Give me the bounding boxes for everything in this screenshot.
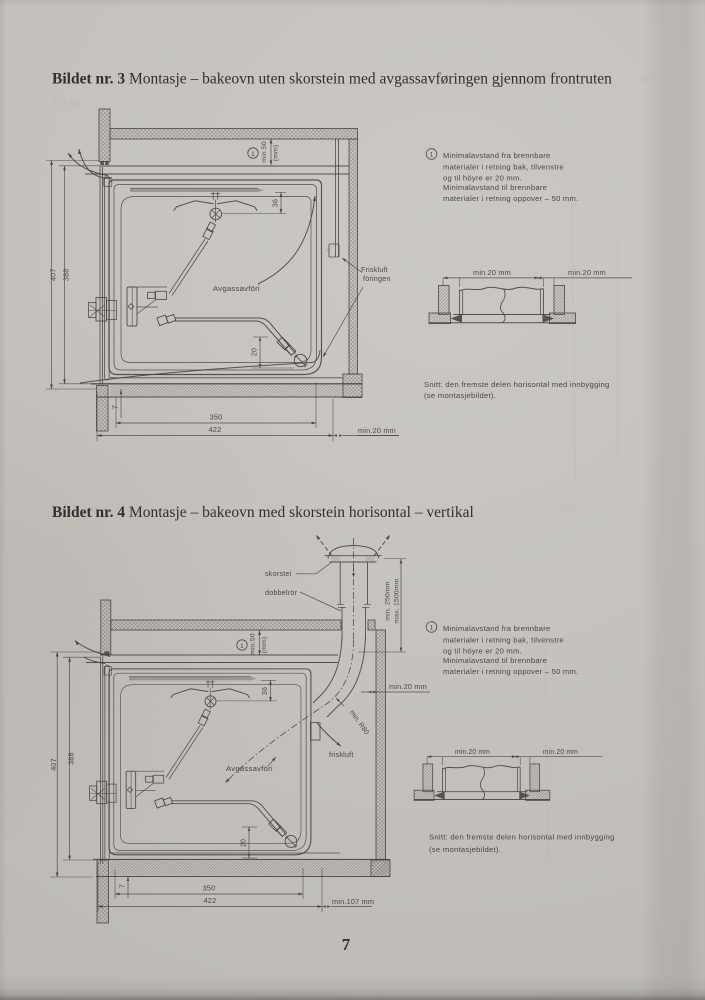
svg-text:min.20 mm: min.20 mm xyxy=(543,749,578,756)
svg-text:20: 20 xyxy=(252,348,259,356)
svg-text:skorstei: skorstei xyxy=(265,569,292,578)
svg-text:min.20 mm: min.20 mm xyxy=(455,749,490,756)
svg-text:1: 1 xyxy=(430,152,434,159)
svg-text:min. 250mm: min. 250mm xyxy=(385,581,392,621)
svg-text:Bildet nr. 3 Montasje – bakeo: Bildet nr. 3 Montasje – bakeovn uten sko… xyxy=(52,71,612,88)
svg-text:materialer i retning bak, tilv: materialer i retning bak, tilvenstre xyxy=(443,636,564,645)
svg-text:1: 1 xyxy=(240,643,244,650)
svg-text:min.107 mm: min.107 mm xyxy=(332,897,374,906)
svg-text:min.20 mm: min.20 mm xyxy=(358,426,396,435)
svg-text:Snitt: den fremste delen horis: Snitt: den fremste delen horisontal med … xyxy=(429,833,615,842)
svg-text:422: 422 xyxy=(208,425,221,434)
svg-text:Bil: Bil xyxy=(560,501,575,515)
svg-text:7: 7 xyxy=(342,935,351,954)
svg-text:Avgassavföri: Avgassavföri xyxy=(226,764,273,773)
svg-text:Minimalavstand fra brennbare: Minimalavstand fra brennbare xyxy=(443,624,550,633)
svg-text:350: 350 xyxy=(209,413,222,422)
svg-text:Minimalavstand til brennbare: Minimalavstand til brennbare xyxy=(443,656,547,665)
svg-text:388: 388 xyxy=(66,752,75,765)
svg-text:1: 1 xyxy=(430,625,434,632)
svg-text:materialer i retning oppover: materialer i retning oppover – 50 mm. xyxy=(443,194,578,203)
svg-text:388: 388 xyxy=(62,269,71,282)
svg-text:350: 350 xyxy=(202,884,215,893)
svg-text:Bildet: Bildet xyxy=(52,95,82,109)
svg-text:(se montasjebildet).: (se montasjebildet). xyxy=(429,845,501,854)
svg-text:friskluft: friskluft xyxy=(329,750,354,759)
svg-text:min.20 mm: min.20 mm xyxy=(568,268,606,277)
svg-text:en: en xyxy=(640,70,653,85)
svg-text:min.20 mm: min.20 mm xyxy=(389,682,427,691)
svg-text:407: 407 xyxy=(49,758,58,771)
svg-text:Minimalavstand fra brennbare: Minimalavstand fra brennbare xyxy=(443,151,550,160)
svg-text:(se montasjebildet).: (se montasjebildet). xyxy=(424,391,496,400)
svg-text:Bildet nr. 4 Montasje – bakeov: Bildet nr. 4 Montasje – bakeovn med skor… xyxy=(52,504,474,521)
svg-text:max. 1500mm: max. 1500mm xyxy=(394,578,401,623)
svg-text:min.20 mm: min.20 mm xyxy=(473,268,511,277)
svg-text:Avgassavföri: Avgassavföri xyxy=(213,284,260,293)
svg-text:407: 407 xyxy=(49,268,58,281)
svg-text:og til höyre er 20 mm.: og til höyre er 20 mm. xyxy=(443,647,522,656)
svg-text:7: 7 xyxy=(118,884,127,888)
svg-text:min.50: min.50 xyxy=(261,141,268,163)
svg-text:materialer i retning bak, tilv: materialer i retning bak, tilvenstre xyxy=(443,163,564,172)
svg-text:20: 20 xyxy=(241,839,248,847)
svg-text:(mm): (mm) xyxy=(273,145,280,162)
svg-text:min. R80: min. R80 xyxy=(348,709,370,736)
svg-text:materialer i retning oppover: materialer i retning oppover – 50 mm. xyxy=(443,667,578,676)
svg-text:(mm): (mm) xyxy=(261,637,268,654)
svg-text:36: 36 xyxy=(260,687,269,695)
svg-text:Friskluft: Friskluft xyxy=(361,265,388,274)
svg-text:föringen: föringen xyxy=(363,274,391,283)
svg-text:1: 1 xyxy=(251,151,255,158)
svg-text:7: 7 xyxy=(111,405,120,409)
svg-text:422: 422 xyxy=(203,896,216,905)
svg-text:dobbelrör: dobbelrör xyxy=(265,588,298,597)
svg-text:min.50: min.50 xyxy=(250,633,257,655)
svg-text:36: 36 xyxy=(271,199,280,207)
svg-text:Snitt: den fremste delen horis: Snitt: den fremste delen horisontal med … xyxy=(424,380,610,389)
svg-text:og til höyre er 20 mm.: og til höyre er 20 mm. xyxy=(443,174,522,183)
svg-text:Minimalavstand til brennbare: Minimalavstand til brennbare xyxy=(443,183,547,192)
